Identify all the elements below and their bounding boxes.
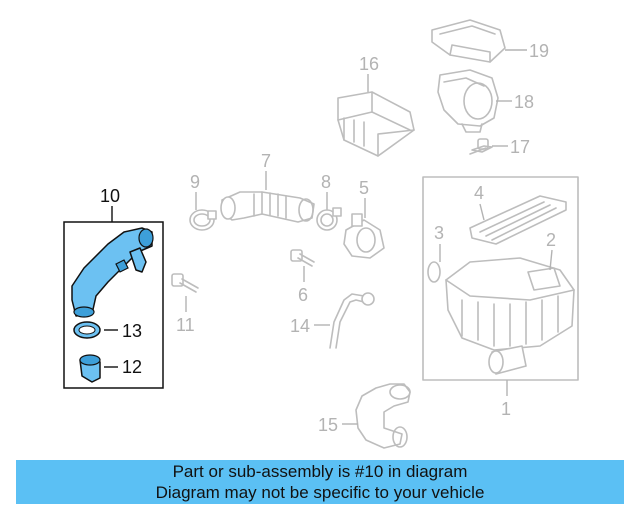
part-10-intake-tube[interactable] — [71, 227, 154, 318]
part-7-intake-hose — [220, 191, 315, 223]
part-15-hose — [355, 383, 411, 449]
callout-14[interactable]: 14 — [290, 316, 310, 336]
callout-7[interactable]: 7 — [261, 151, 271, 171]
part-17-bolt — [469, 138, 493, 155]
part-5-maf-sensor — [343, 213, 385, 259]
banner-line-1: Part or sub-assembly is #10 in diagram — [172, 462, 468, 481]
part-19-airbox-cover — [431, 19, 506, 63]
callout-18[interactable]: 18 — [514, 92, 534, 112]
part-12-coupler[interactable] — [79, 354, 101, 383]
callout-5[interactable]: 5 — [359, 178, 369, 198]
callout-9[interactable]: 9 — [190, 172, 200, 192]
part-6-bolt — [290, 249, 315, 267]
info-banner: Part or sub-assembly is #10 in diagram D… — [16, 460, 624, 504]
parts-diagram: 19 18 17 16 7 9 8 — [63, 19, 579, 449]
part-8-clamp — [316, 207, 342, 231]
callout-16[interactable]: 16 — [359, 54, 379, 74]
part-14-breather-tube — [329, 292, 375, 349]
callout-17[interactable]: 17 — [510, 137, 530, 157]
callout-10[interactable]: 10 — [100, 186, 120, 206]
part-10-frame — [63, 221, 164, 389]
part-11-bolt — [171, 273, 199, 293]
part-1-air-cleaner-assembly — [422, 176, 579, 381]
callout-11[interactable]: 11 — [176, 315, 195, 335]
callout-4[interactable]: 4 — [474, 183, 484, 203]
callout-8[interactable]: 8 — [321, 172, 331, 192]
callout-12[interactable]: 12 — [122, 357, 142, 377]
callout-2[interactable]: 2 — [546, 230, 556, 250]
part-13-seal[interactable] — [73, 321, 101, 339]
callout-13[interactable]: 13 — [122, 321, 142, 341]
callout-1[interactable]: 1 — [501, 399, 511, 419]
part-16-air-duct — [337, 91, 415, 157]
callout-15[interactable]: 15 — [318, 415, 338, 435]
part-9-clamp — [189, 209, 217, 231]
callout-19[interactable]: 19 — [529, 41, 549, 61]
callout-6[interactable]: 6 — [298, 285, 308, 305]
part-18-resonator — [437, 69, 499, 133]
callout-3[interactable]: 3 — [434, 223, 444, 243]
banner-line-2: Diagram may not be specific to your vehi… — [155, 483, 485, 502]
